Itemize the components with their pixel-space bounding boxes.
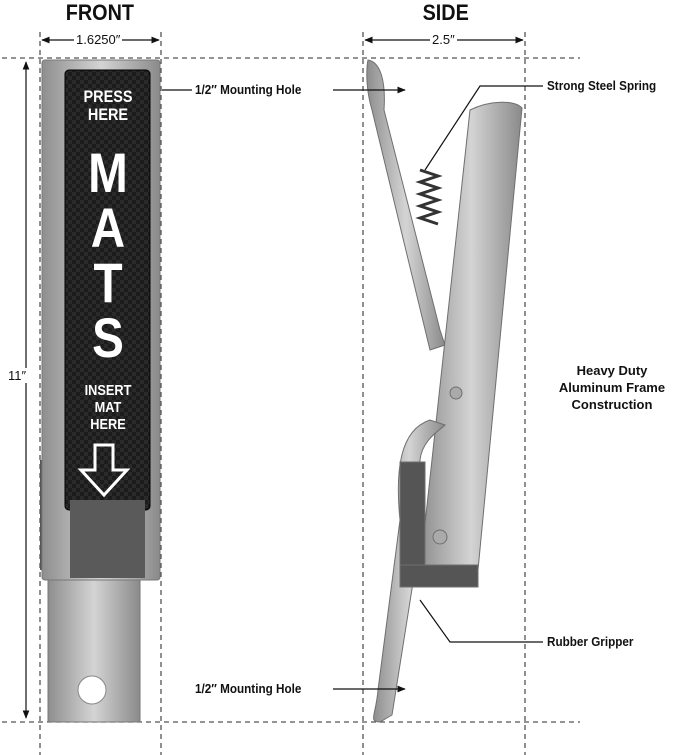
frame-label-line: Construction (571, 397, 653, 412)
panel-press-here: PRESS HERE (74, 88, 142, 124)
side-width-label: 2.5″ (430, 32, 457, 47)
brand-letter: M (88, 141, 128, 204)
top-mounting-hole-label: 1/2″ Mounting Hole (195, 82, 302, 97)
callout-lines (162, 85, 543, 693)
bottom-mounting-hole-label: 1/2″ Mounting Hole (195, 681, 302, 696)
panel-insert-mat: INSERT MAT HERE (74, 382, 142, 433)
frame-label-line: Aluminum Frame (558, 380, 666, 395)
frame-label: Heavy Duty Aluminum Frame Construction (552, 362, 672, 413)
height-label: 11″ (6, 368, 29, 383)
panel-text: MAT (94, 399, 122, 416)
side-view-title: SIDE (422, 0, 469, 25)
panel-text: HERE (87, 105, 129, 124)
side-device (366, 59, 523, 723)
guide-lines (2, 32, 580, 755)
front-width-label: 1.6250″ (74, 32, 123, 47)
front-view-title: FRONT (65, 0, 134, 25)
brand-letter: S (92, 306, 124, 369)
panel-text: PRESS (83, 87, 133, 106)
spring-label: Strong Steel Spring (547, 78, 657, 93)
brand-letter: A (90, 196, 126, 259)
panel-text: HERE (90, 416, 126, 433)
brand-letter: T (93, 251, 123, 314)
frame-label-line: Heavy Duty (576, 363, 648, 378)
rubber-gripper-label: Rubber Gripper (547, 634, 634, 649)
panel-text: INSERT (84, 382, 132, 399)
panel-brand: M A T S (74, 141, 142, 369)
front-device (40, 59, 161, 723)
